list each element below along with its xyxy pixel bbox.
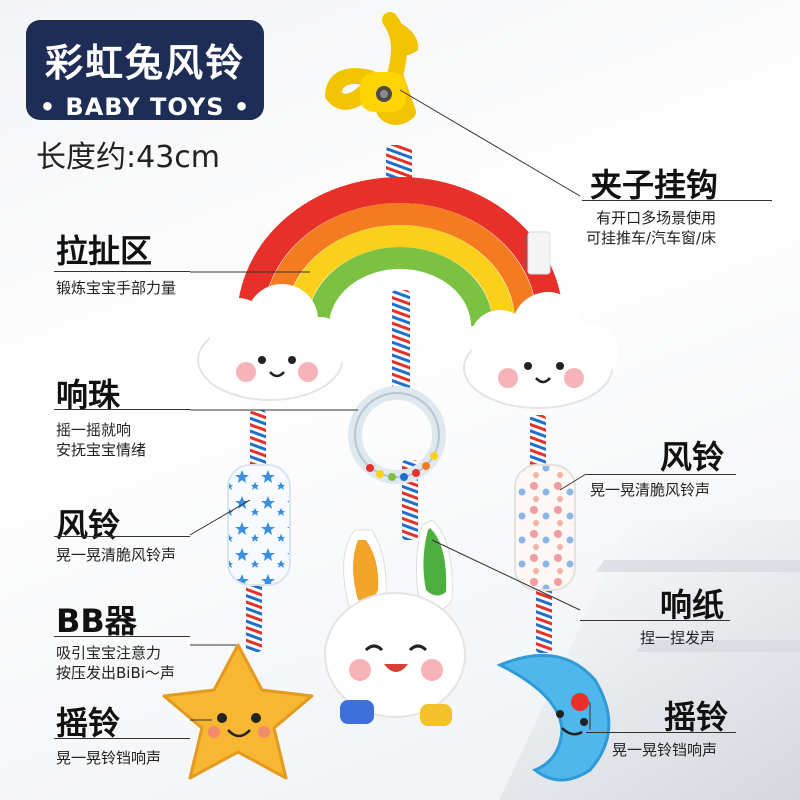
callout-underline: [586, 732, 736, 733]
callout-rattle-right-title: 摇铃: [664, 698, 729, 736]
callout-underline: [586, 474, 736, 475]
callout-crinkle-paper-title: 响纸: [660, 586, 725, 624]
callout-pull-area-desc: 锻炼宝宝手部力量: [56, 279, 177, 297]
callout-squeaker-title: BB器: [56, 602, 137, 640]
moon-rattle: [496, 653, 611, 782]
rainbow-arch: [237, 177, 563, 329]
callout-underline: [580, 620, 730, 621]
callout-crinkle-paper-desc: 捏一捏发声: [640, 629, 716, 647]
callout-wind-chime-right-title: 风铃: [660, 438, 725, 476]
right-strap: [530, 415, 546, 470]
callout-underline: [54, 271, 190, 272]
product-title: 彩虹兔风铃: [44, 41, 245, 85]
star-rattle: [162, 643, 314, 780]
right-wind-chime: [514, 464, 576, 591]
left-cloud: [197, 284, 348, 401]
callout-rattle-beads-desc: 摇一摇就响 安抚宝宝情绪: [56, 421, 147, 459]
left-strap: [250, 410, 266, 470]
callout-squeaker-desc: 吸引宝宝注意力 按压发出BiBi～声: [56, 644, 175, 682]
callout-leader-lines: [189, 89, 591, 730]
callout-clip-hook-title: 夹子挂钩: [590, 166, 719, 204]
length-text: 长度约:43cm: [36, 140, 220, 175]
fabric-tag-text: MADE IN CHINA: [523, 236, 528, 268]
callout-rattle-left-title: 摇铃: [56, 704, 121, 742]
callout-underline: [54, 636, 190, 637]
callout-underline: [54, 738, 190, 739]
left-wind-chime: [227, 464, 291, 586]
callout-wind-chime-right-desc: 晃一晃清脆风铃声: [590, 481, 711, 499]
rattle-ring: [348, 386, 446, 484]
callout-wind-chime-left-desc: 晃一晃清脆风铃声: [56, 546, 177, 564]
callout-clip-hook-desc: 有开口多场景使用 可挂推车/汽车窗/床: [586, 209, 717, 247]
left-lower-strap: [246, 582, 262, 652]
callout-rattle-left-desc: 晃一晃铃铛响声: [56, 749, 162, 767]
title-badge: 彩虹兔风铃 • BABY TOYS •: [26, 20, 264, 121]
callout-underline: [582, 200, 772, 201]
center-strap: [392, 290, 410, 400]
callout-wind-chime-left-title: 风铃: [56, 506, 121, 544]
right-cloud: [463, 292, 618, 409]
bunny-head: [324, 519, 466, 726]
callout-underline: [54, 409, 190, 410]
callout-pull-area-title: 拉扯区: [56, 232, 153, 270]
callout-underline: [54, 536, 190, 537]
product-subtitle: • BABY TOYS •: [39, 93, 251, 121]
callout-rattle-right-desc: 晃一晃铃铛响声: [612, 741, 718, 759]
clip-hook: [325, 12, 419, 125]
callout-rattle-beads-title: 响珠: [56, 376, 121, 414]
right-lower-strap: [536, 588, 552, 653]
